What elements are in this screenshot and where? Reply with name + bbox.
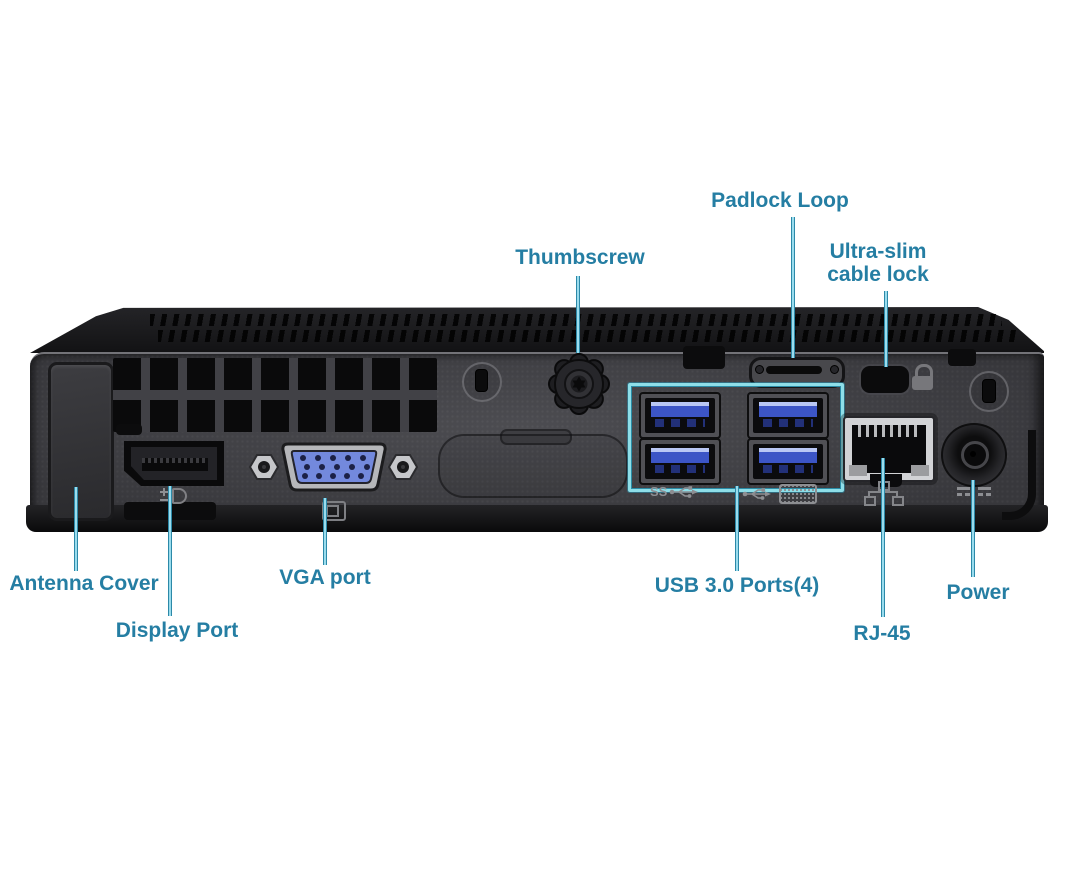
displayport-connector bbox=[124, 441, 224, 486]
recess-plate-tab bbox=[500, 429, 572, 445]
vga-connector bbox=[248, 442, 419, 492]
callout-label-power: Power bbox=[946, 581, 1010, 604]
usb-port-2 bbox=[747, 392, 829, 439]
leader-antenna-cover bbox=[74, 487, 78, 571]
padlock-loop-screw-right bbox=[830, 365, 839, 374]
callout-label-rj45: RJ-45 bbox=[853, 622, 911, 645]
usb-port-3 bbox=[639, 438, 721, 485]
power-jack bbox=[941, 423, 1007, 487]
padlock-loop-screw-left bbox=[755, 365, 764, 374]
rj45-led-left bbox=[849, 465, 867, 476]
callout-label-cable-lock: Ultra-slim cable lock bbox=[827, 240, 929, 286]
cable-lock-label-line1: Ultra-slim bbox=[829, 240, 927, 263]
keyboard-icon bbox=[779, 484, 817, 504]
leader-power bbox=[971, 480, 975, 577]
rj45-port bbox=[843, 416, 935, 482]
leader-usb-ports bbox=[735, 486, 739, 571]
rj45-led-right bbox=[911, 465, 929, 476]
dc-power-icon bbox=[957, 487, 995, 499]
leader-rj45 bbox=[881, 458, 885, 617]
usb-trident-icon-2 bbox=[742, 488, 771, 500]
keyhole-left-slot bbox=[475, 369, 488, 392]
cable-lock-slot bbox=[861, 366, 909, 393]
displayport-icon bbox=[158, 487, 192, 505]
padlock-icon bbox=[912, 364, 934, 392]
callout-label-usb-ports: USB 3.0 Ports(4) bbox=[654, 574, 820, 597]
rj45-pins bbox=[858, 425, 920, 437]
callout-label-vga-port: VGA port bbox=[279, 566, 371, 589]
ss-label: SS bbox=[650, 484, 668, 499]
callout-label-padlock-loop: Padlock Loop bbox=[711, 189, 849, 212]
vent-cutout-right bbox=[948, 349, 976, 366]
recess-plate bbox=[438, 434, 628, 498]
usb-trident-icon bbox=[670, 486, 699, 498]
vent-cutout-left bbox=[116, 424, 142, 435]
rear-vent-grille bbox=[113, 358, 437, 432]
power-jack-ring bbox=[961, 441, 989, 469]
callout-label-display-port: Display Port bbox=[115, 619, 239, 642]
keyhole-right-slot bbox=[982, 379, 996, 403]
cable-lock-label-line2: cable lock bbox=[827, 263, 929, 286]
power-jack-pin bbox=[970, 451, 976, 457]
usb-port-4 bbox=[747, 438, 829, 485]
padlock-loop-slot bbox=[766, 366, 822, 374]
leader-thumbscrew bbox=[576, 276, 580, 353]
leader-display-port bbox=[168, 486, 172, 616]
keyhole-left bbox=[462, 362, 502, 402]
right-edge-channel bbox=[1002, 430, 1036, 520]
usb-ports-highlight-box bbox=[628, 383, 844, 492]
callout-label-antenna-cover: Antenna Cover bbox=[9, 572, 159, 595]
leader-padlock-loop bbox=[791, 217, 795, 358]
latch-cutout bbox=[683, 346, 725, 369]
displayport-tongue bbox=[142, 458, 208, 471]
thumbscrew bbox=[548, 353, 610, 415]
padlock-loop bbox=[749, 357, 845, 388]
usb-port-1 bbox=[639, 392, 721, 439]
displayport-pins bbox=[142, 458, 208, 463]
top-vent-row-2 bbox=[158, 330, 1018, 342]
callout-label-thumbscrew: Thumbscrew bbox=[515, 246, 645, 269]
antenna-cover bbox=[48, 362, 114, 521]
usb-ss-icon: SS bbox=[650, 484, 708, 500]
leader-cable-lock bbox=[884, 291, 888, 367]
leader-vga-port bbox=[323, 498, 327, 565]
